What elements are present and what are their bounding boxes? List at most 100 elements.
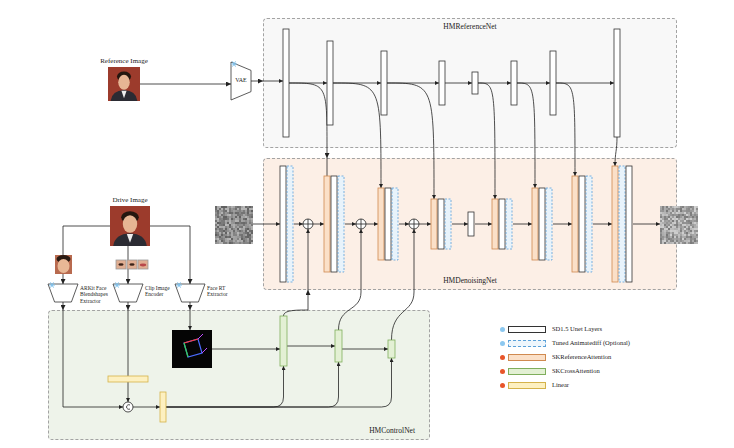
noise-pixel <box>237 214 239 216</box>
noise-pixel <box>243 226 245 228</box>
noise-pixel <box>225 208 227 210</box>
noise-pixel <box>666 240 668 242</box>
add-symbol <box>356 219 366 229</box>
noise-pixel <box>682 206 684 208</box>
noise-pixel <box>241 222 243 224</box>
wire <box>339 229 362 330</box>
noise-pixel <box>660 240 662 242</box>
noise-pixel <box>668 226 670 228</box>
noise-pixel <box>688 230 690 232</box>
wire <box>556 83 575 176</box>
node-label: Clip Image Encoder <box>145 285 174 298</box>
noise-pixel <box>662 214 664 216</box>
noise-pixel <box>221 234 223 236</box>
mouth-mark <box>140 264 146 267</box>
noise-pixel <box>231 224 233 226</box>
noise-pixel <box>251 224 253 226</box>
noise-pixel <box>239 220 241 222</box>
noise-pixel <box>690 230 692 232</box>
noise-pixel <box>694 206 696 208</box>
noise-pixel <box>692 228 694 230</box>
noise-pixel <box>686 222 688 224</box>
noise-pixel <box>694 208 696 210</box>
noise-pixel <box>672 218 674 220</box>
noise-pixel <box>237 242 239 244</box>
noise-pixel <box>678 224 680 226</box>
noise-pixel <box>666 238 668 240</box>
noise-pixel <box>678 218 680 220</box>
noise-pixel <box>672 240 674 242</box>
noise-pixel <box>692 220 694 222</box>
noise-pixel <box>676 220 678 222</box>
noise-pixel <box>682 242 684 244</box>
frozen-icon <box>176 285 182 286</box>
noise-pixel <box>231 242 233 244</box>
photo-hair <box>117 71 131 81</box>
wire <box>327 158 328 176</box>
noise-pixel <box>227 210 229 212</box>
encoder-trapezoid: VAE <box>231 62 251 100</box>
noise-pixel <box>682 240 684 242</box>
noise-pixel <box>676 214 678 216</box>
noise-pixel <box>241 224 243 226</box>
noise-pixel <box>662 236 664 238</box>
noise-pixel <box>672 236 674 238</box>
noise-pixel <box>243 228 245 230</box>
noise-pixel <box>676 236 678 238</box>
noise-pixel <box>692 234 694 236</box>
extractor-trapezoid: ARKit Face Blendshapes Extractor <box>48 284 78 302</box>
noise-pixel <box>666 224 668 226</box>
noise-pixel <box>221 214 223 216</box>
noise-pixel <box>237 234 239 236</box>
noise-pixel <box>674 238 676 240</box>
noise-pixel <box>231 216 233 218</box>
noise-pixel <box>229 206 231 208</box>
noise-pixel <box>247 216 249 218</box>
trapezoid-outline <box>48 284 78 302</box>
noise-pixel <box>233 242 235 244</box>
frozen-icon <box>51 282 54 287</box>
noise-pixel <box>676 212 678 214</box>
noise-pixel <box>668 242 670 244</box>
noise-pixel <box>668 224 670 226</box>
noise-pixel <box>249 214 251 216</box>
noise-pixel <box>690 234 692 236</box>
noise-pixel <box>690 238 692 240</box>
noise-pixel <box>662 212 664 214</box>
noise-pixel <box>670 238 672 240</box>
noise-pixel <box>660 218 662 220</box>
noise-pixel <box>215 212 217 214</box>
noise-pixel <box>688 236 690 238</box>
noise-pixel <box>680 224 682 226</box>
noise-pixel <box>660 232 662 234</box>
noise-pixel <box>233 210 235 212</box>
noise-pixel <box>237 240 239 242</box>
noise-pixel <box>219 224 221 226</box>
noise-pixel <box>688 238 690 240</box>
noise-pixel <box>227 228 229 230</box>
pose-axes <box>198 334 207 353</box>
noise-pixel <box>682 216 684 218</box>
noise-pixel <box>249 228 251 230</box>
noise-pixel <box>688 224 690 226</box>
wire <box>345 224 356 225</box>
connector-arrow <box>308 290 309 310</box>
noise-pixel <box>668 212 670 214</box>
wire <box>333 83 381 84</box>
noise-pixel <box>237 222 239 224</box>
noise-pixel <box>215 218 217 220</box>
noise-pixel <box>666 234 668 236</box>
noise-pixel <box>217 214 219 216</box>
wire <box>478 83 495 199</box>
noise-pixel <box>219 214 221 216</box>
noise-pixel <box>666 220 668 222</box>
noise-pixel <box>221 226 223 228</box>
noise-pixel <box>235 242 237 244</box>
noise-pixel <box>670 212 672 214</box>
noise-pixel <box>660 224 662 226</box>
noise-pixel <box>662 218 664 220</box>
frozen-icon <box>178 282 181 287</box>
animatediff-layer <box>338 176 344 272</box>
legend-label: SKCrossAttention <box>552 367 600 375</box>
noise-pixel <box>251 214 253 216</box>
